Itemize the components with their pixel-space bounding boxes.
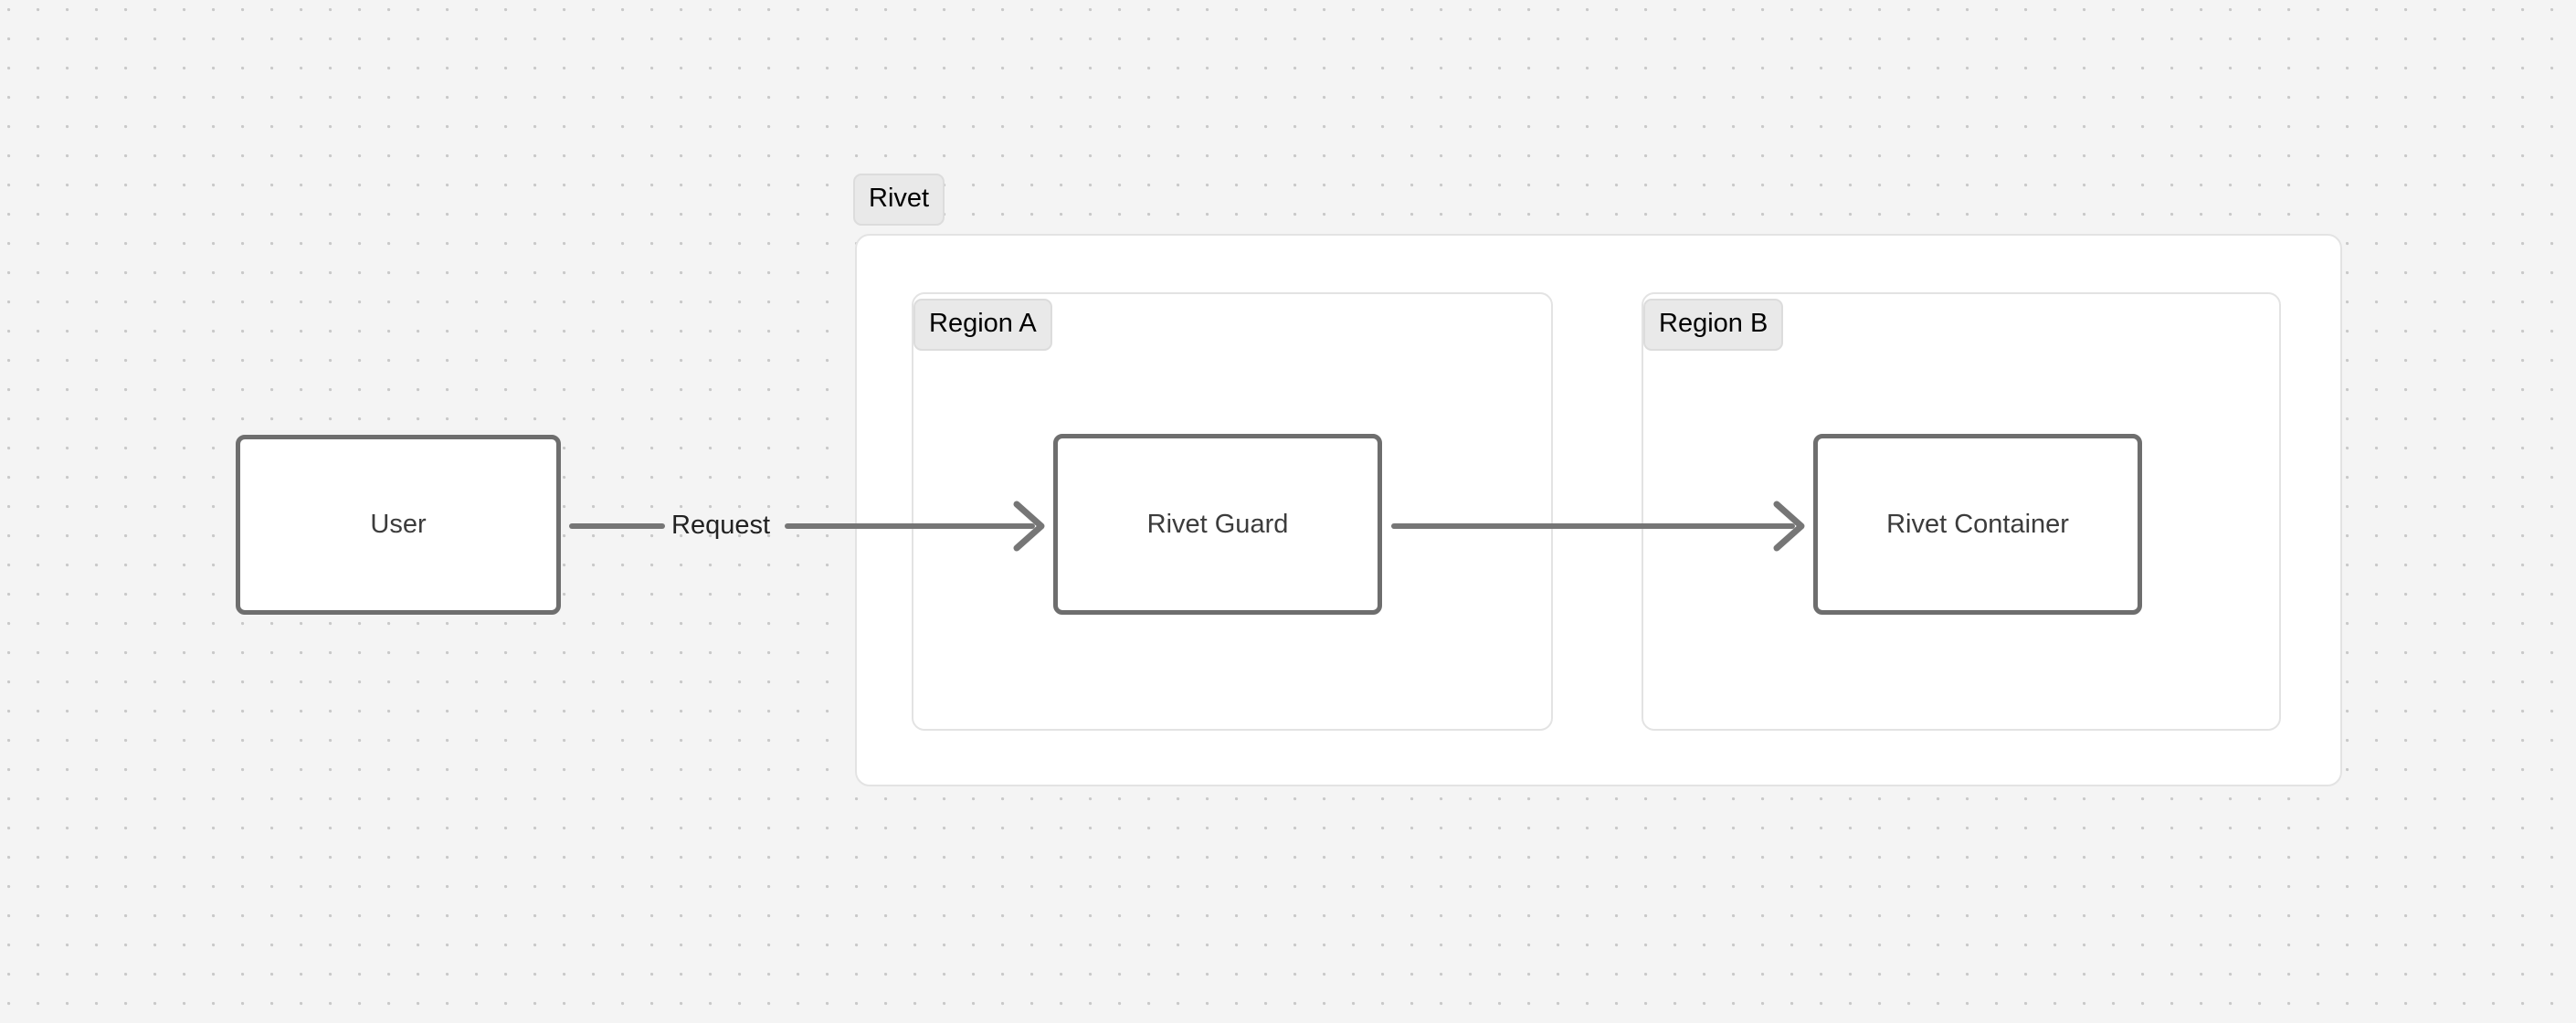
node-user-label: User <box>370 510 427 539</box>
node-rivet-guard[interactable]: Rivet Guard <box>1053 434 1382 615</box>
edge-label-request[interactable]: Request <box>671 511 771 540</box>
group-label-region-b[interactable]: Region B <box>1643 299 1784 351</box>
group-label-region-a[interactable]: Region A <box>913 299 1052 351</box>
group-label-rivet[interactable]: Rivet <box>853 174 945 226</box>
node-rivet-container[interactable]: Rivet Container <box>1813 434 2142 615</box>
node-rivet-guard-label: Rivet Guard <box>1146 509 1289 539</box>
node-rivet-container-label: Rivet Container <box>1886 509 2069 539</box>
node-user[interactable]: User <box>236 435 561 615</box>
